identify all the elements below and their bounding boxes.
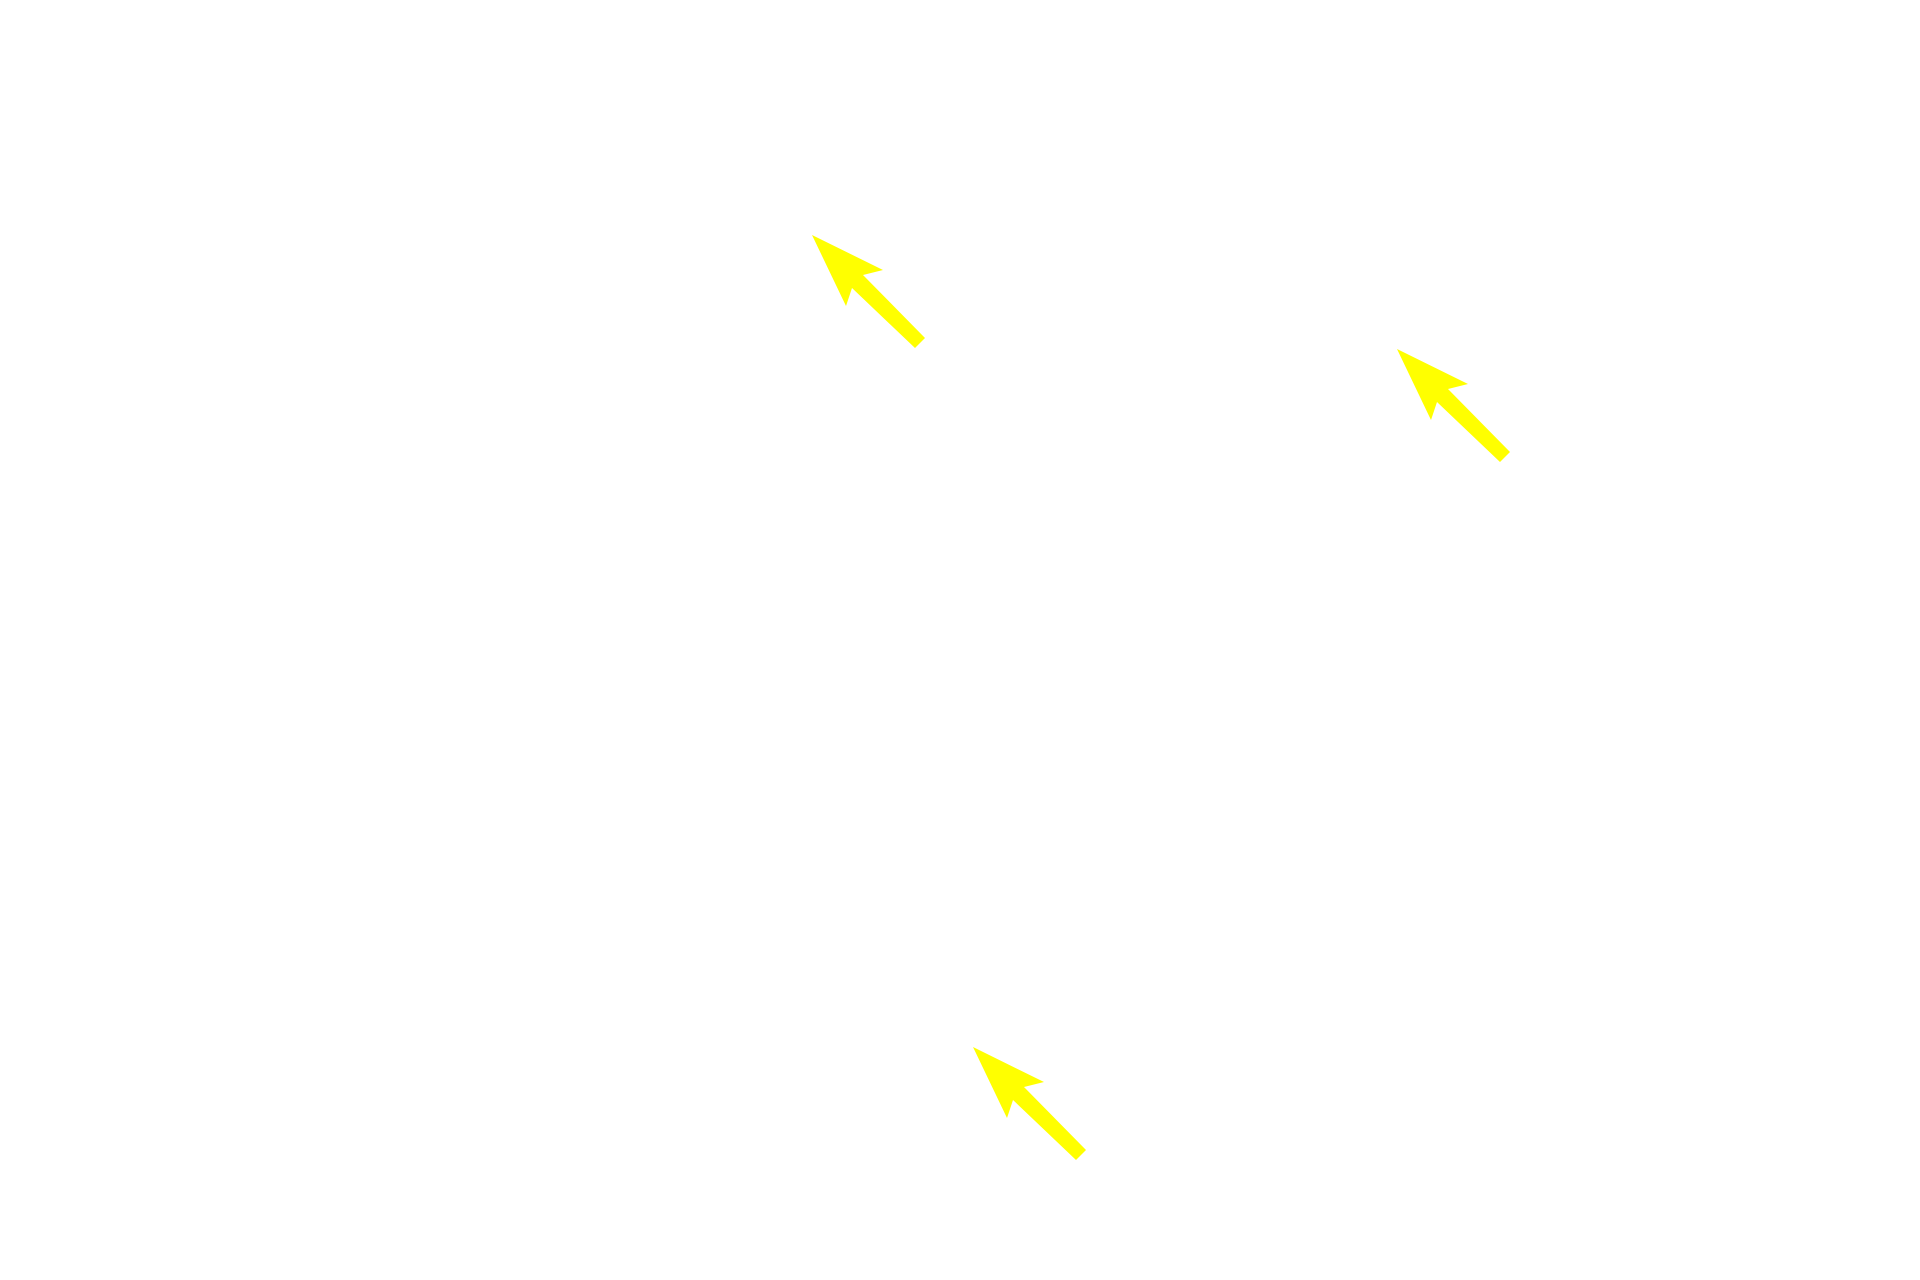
arrow-up-left-icon [973, 1047, 1086, 1160]
arrow-up-left-icon [812, 235, 925, 348]
arrow-up-left-icon [1397, 349, 1510, 462]
